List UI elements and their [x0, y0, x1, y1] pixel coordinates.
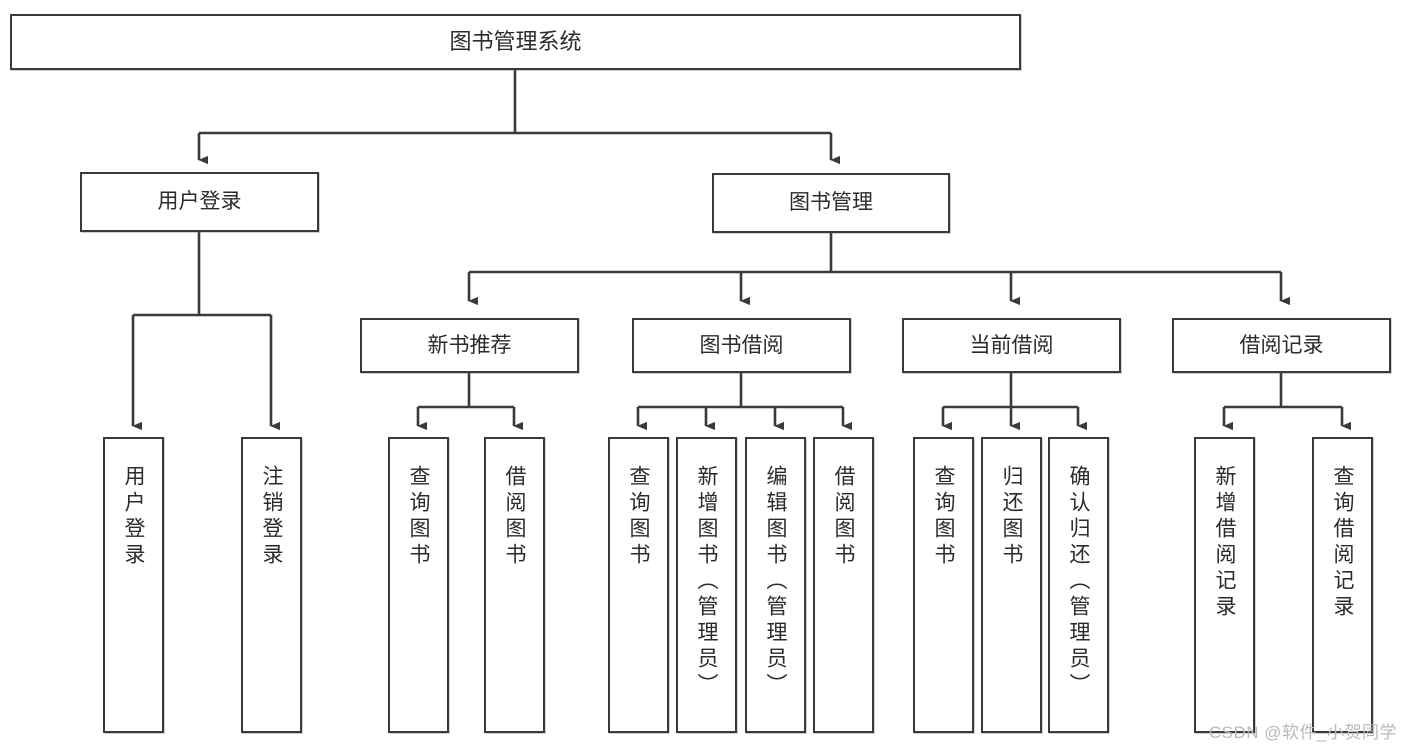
leaf-borrow-book-2[interactable]: 借阅图书	[813, 437, 874, 733]
node-root-label: 图书管理系统	[449, 28, 582, 54]
leaf-confirm-return[interactable]: 确认归还（管理员）	[1048, 437, 1109, 733]
node-user-login-label: 用户登录	[157, 190, 242, 214]
leaf-user-logout-label: 注销登录	[260, 465, 283, 569]
leaf-borrow-book-1[interactable]: 借阅图书	[484, 437, 545, 733]
leaf-add-record-label: 新增借阅记录	[1213, 465, 1236, 621]
node-book-management-label: 图书管理	[789, 191, 873, 215]
node-new-book-recommend[interactable]: 新书推荐	[360, 318, 579, 373]
leaf-query-record-label: 查询借阅记录	[1331, 465, 1354, 621]
leaf-add-book[interactable]: 新增图书（管理员）	[676, 437, 737, 733]
node-borrow-record-label: 借阅记录	[1239, 333, 1324, 357]
leaf-query-book-1[interactable]: 查询图书	[388, 437, 449, 733]
leaf-query-record[interactable]: 查询借阅记录	[1312, 437, 1373, 733]
leaf-query-book-2-label: 查询图书	[627, 465, 650, 569]
leaf-borrow-book-1-label: 借阅图书	[503, 465, 526, 569]
leaf-query-book-1-label: 查询图书	[407, 465, 430, 569]
leaf-add-record[interactable]: 新增借阅记录	[1194, 437, 1255, 733]
leaf-edit-book-label: 编辑图书（管理员）	[764, 465, 787, 699]
leaf-user-logout[interactable]: 注销登录	[241, 437, 302, 733]
leaf-user-login[interactable]: 用户登录	[103, 437, 164, 733]
watermark: CSDN @软件_小贺同学	[1208, 723, 1397, 742]
leaf-borrow-book-2-label: 借阅图书	[832, 465, 855, 569]
node-current-borrow[interactable]: 当前借阅	[902, 318, 1121, 373]
leaf-return-book[interactable]: 归还图书	[981, 437, 1042, 733]
node-user-login[interactable]: 用户登录	[80, 172, 319, 232]
node-book-management[interactable]: 图书管理	[712, 173, 950, 233]
leaf-query-book-3[interactable]: 查询图书	[913, 437, 974, 733]
node-borrow-record[interactable]: 借阅记录	[1172, 318, 1391, 373]
leaf-confirm-return-label: 确认归还（管理员）	[1067, 465, 1090, 699]
node-new-book-recommend-label: 新书推荐	[427, 333, 512, 357]
leaf-query-book-3-label: 查询图书	[932, 465, 955, 569]
node-root[interactable]: 图书管理系统	[10, 14, 1021, 70]
leaf-edit-book[interactable]: 编辑图书（管理员）	[745, 437, 806, 733]
node-current-borrow-label: 当前借阅	[969, 333, 1054, 357]
node-book-borrow[interactable]: 图书借阅	[632, 318, 851, 373]
leaf-query-book-2[interactable]: 查询图书	[608, 437, 669, 733]
leaf-user-login-label: 用户登录	[122, 465, 145, 569]
leaf-add-book-label: 新增图书（管理员）	[695, 465, 718, 699]
node-book-borrow-label: 图书借阅	[699, 333, 784, 357]
leaf-return-book-label: 归还图书	[1000, 465, 1023, 569]
